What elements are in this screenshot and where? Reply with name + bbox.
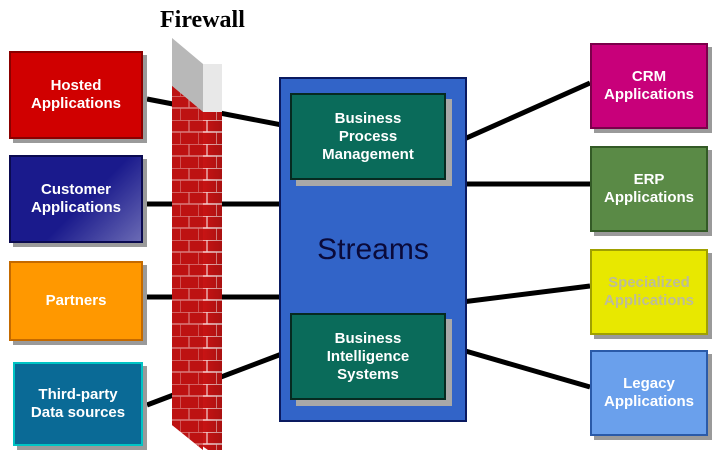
module-bi: Business Intelligence Systems: [290, 313, 446, 400]
module-bpm: Business Process Management: [290, 93, 446, 180]
source-third-party-data: Third-party Data sources: [13, 362, 143, 446]
target-legacy-applications: Legacy Applications: [590, 350, 708, 436]
source-partners: Partners: [9, 261, 143, 341]
firewall-title: Firewall: [160, 7, 245, 33]
target-crm-applications: CRM Applications: [590, 43, 708, 129]
target-erp-applications: ERP Applications: [590, 146, 708, 232]
connector-crm: [460, 80, 592, 143]
source-customer-applications: Customer Applications: [9, 155, 143, 243]
streams-label: Streams: [317, 233, 429, 266]
connector-specialized: [461, 283, 591, 305]
connector-legacy: [461, 347, 591, 390]
source-hosted-applications: Hosted Applications: [9, 51, 143, 139]
target-specialized-applications: Specialized Applications: [590, 249, 708, 335]
